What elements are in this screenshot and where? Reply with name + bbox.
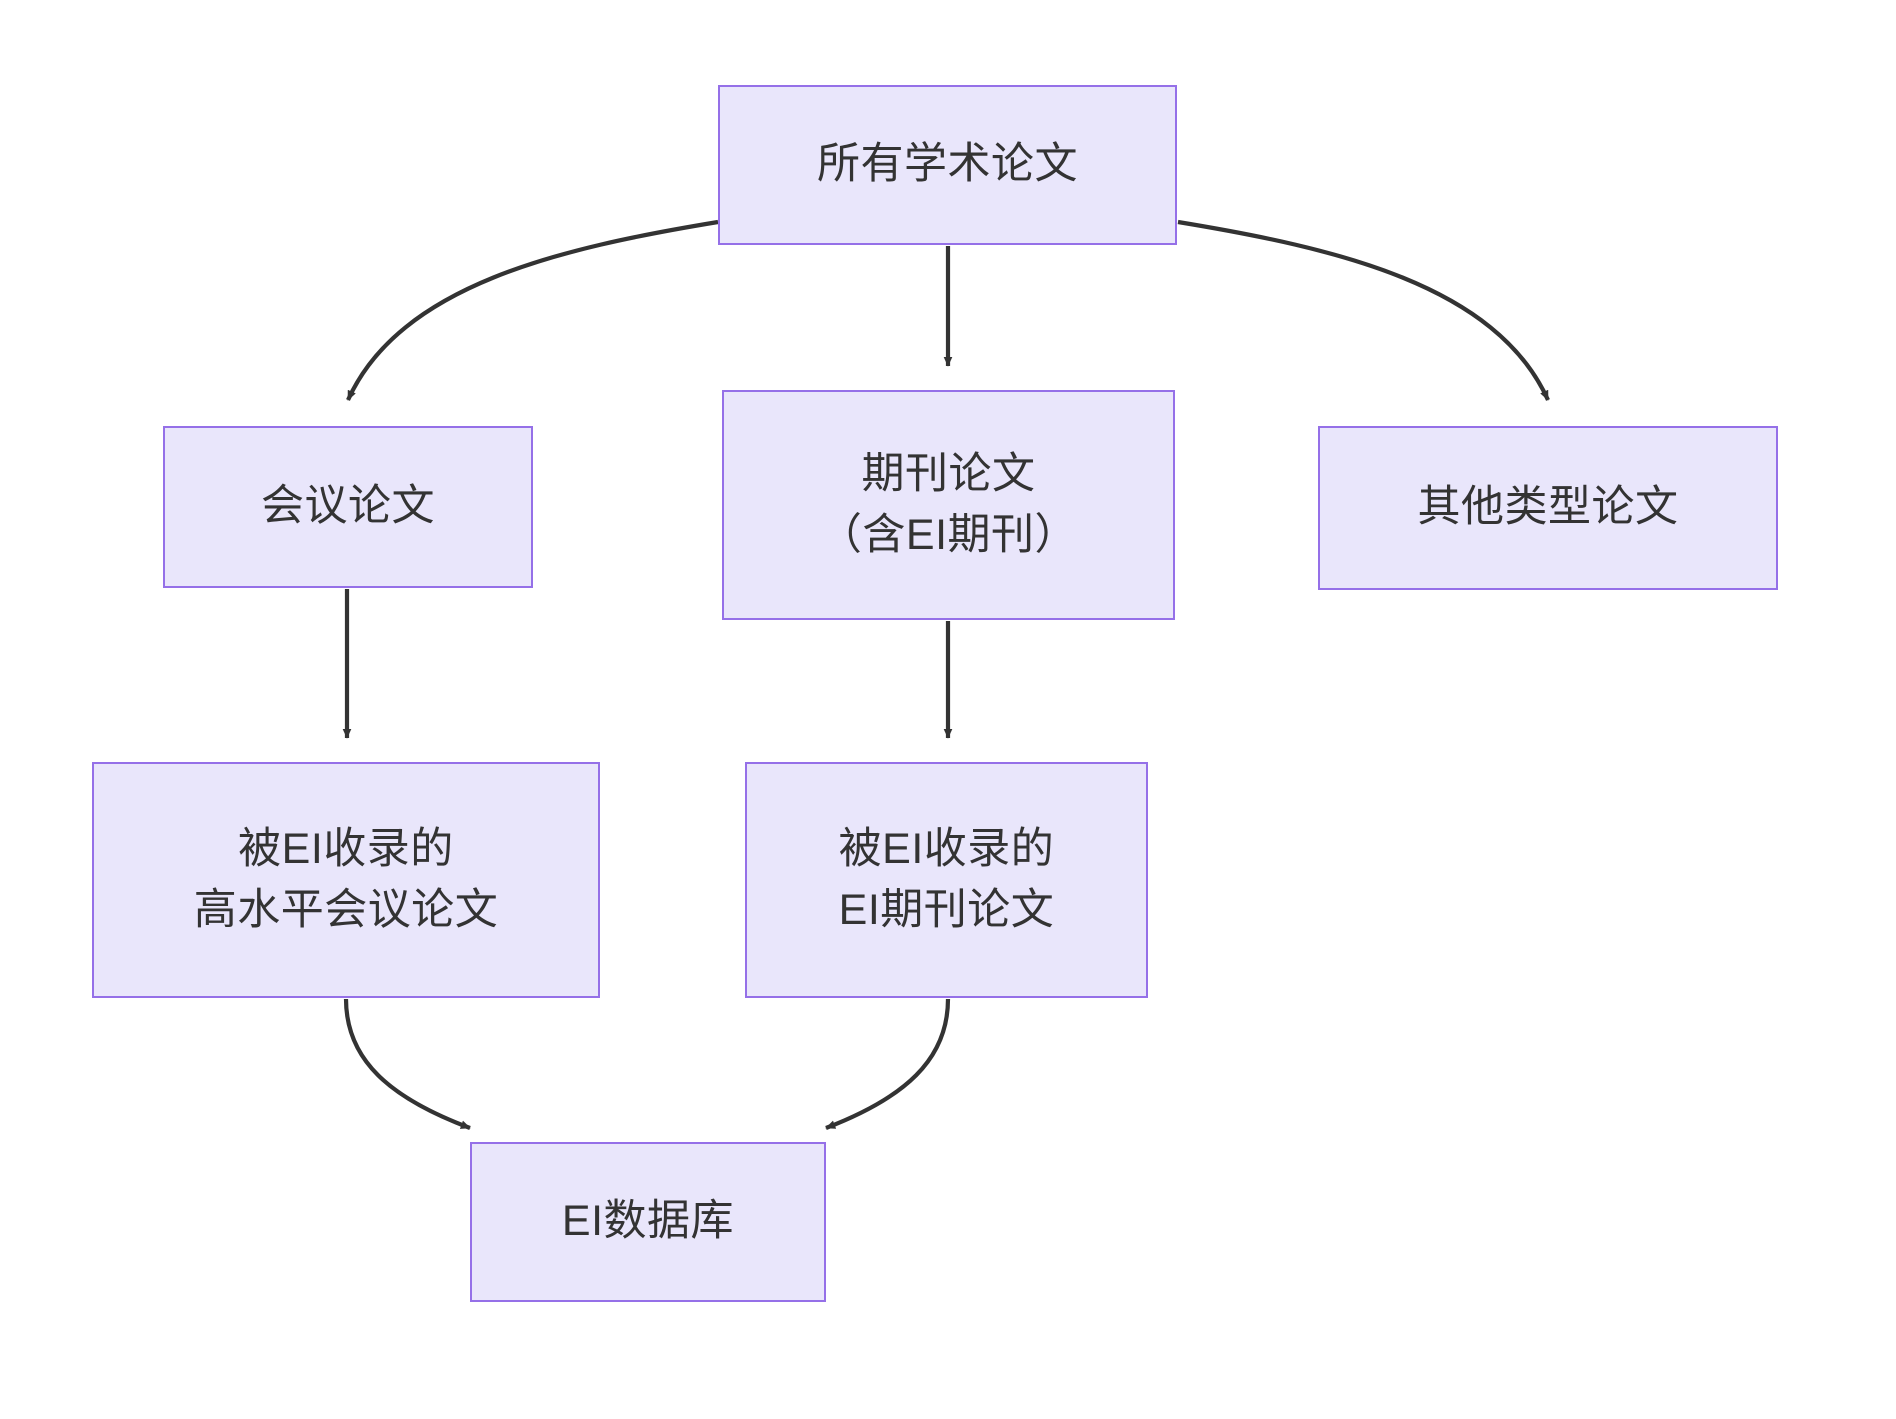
edge-all-to-other: [1177, 219, 1550, 401]
node-ei-database-label: EI数据库: [561, 1197, 735, 1246]
node-other-papers-label: 其他类型论文: [1417, 483, 1679, 532]
edge-ei-journal-to-database: [825, 998, 951, 1130]
node-journal-papers-label: 期刊论文 （含EI期刊）: [818, 449, 1079, 559]
edge-all-to-conference: [346, 219, 719, 401]
node-conference-papers-label: 会议论文: [261, 482, 435, 531]
node-ei-indexed-journal-papers[interactable]: 被EI收录的 EI期刊论文: [745, 762, 1148, 998]
node-all-papers[interactable]: 所有学术论文: [718, 85, 1177, 245]
edge-ei-conference-to-database: [343, 998, 471, 1130]
node-all-papers-label: 所有学术论文: [817, 140, 1078, 189]
node-ei-indexed-conference-papers[interactable]: 被EI收录的 高水平会议论文: [92, 762, 600, 998]
node-ei-database[interactable]: EI数据库: [470, 1142, 826, 1302]
node-conference-papers[interactable]: 会议论文: [163, 426, 533, 588]
node-journal-papers[interactable]: 期刊论文 （含EI期刊）: [722, 390, 1175, 620]
node-other-papers[interactable]: 其他类型论文: [1318, 426, 1778, 590]
node-ei-indexed-journal-papers-label: 被EI收录的 EI期刊论文: [838, 824, 1055, 934]
node-ei-indexed-conference-papers-label: 被EI收录的 高水平会议论文: [193, 824, 499, 934]
